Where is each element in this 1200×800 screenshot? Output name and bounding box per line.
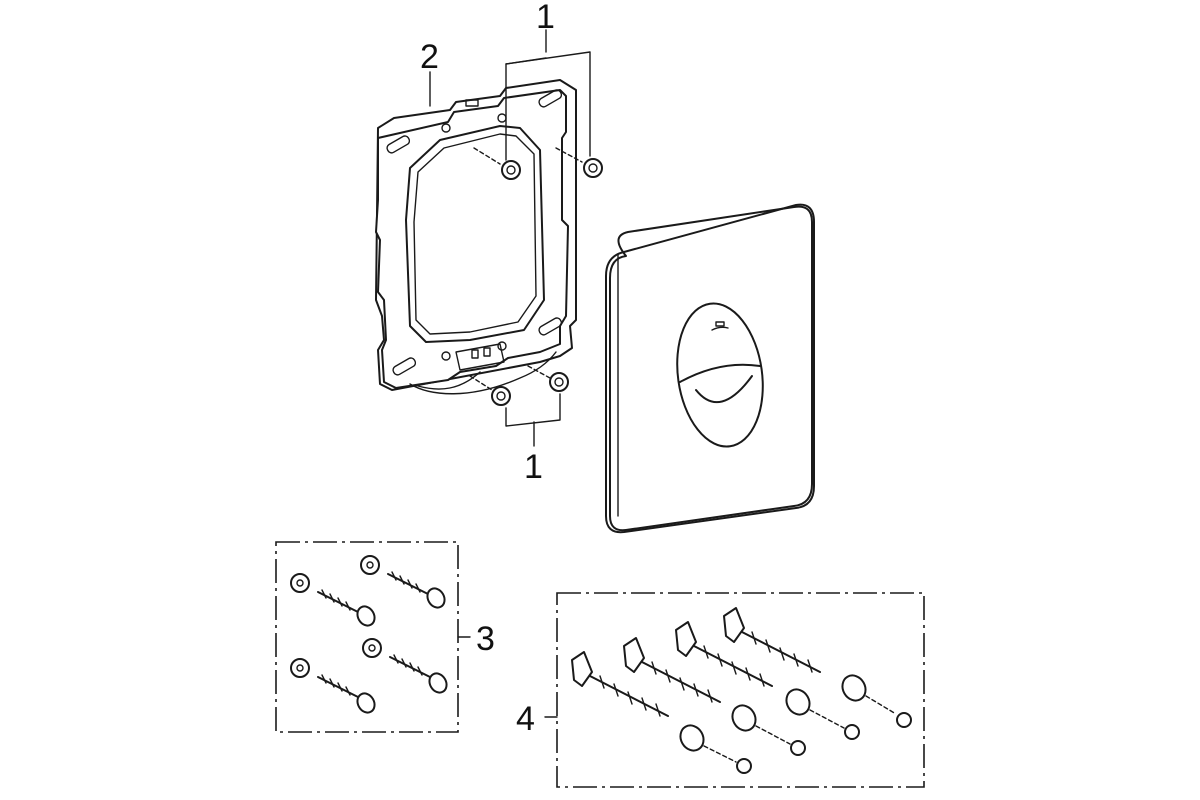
frame-screw-bottom-left <box>469 375 511 406</box>
callout-label-screws-bottom: 1 <box>524 448 543 486</box>
callout-label-extension-bolt-kit: 4 <box>516 700 535 738</box>
wall-anchor-screw-3 <box>290 658 376 714</box>
anchor-screw-kit-box <box>275 541 471 733</box>
extension-bolt-3 <box>675 621 860 740</box>
wall-anchor-screw-2 <box>360 555 446 609</box>
callout-leader-top-1 <box>505 29 591 161</box>
callout-leader-bottom-1 <box>505 393 561 447</box>
callout-label-screws-top: 1 <box>536 0 555 36</box>
wall-anchor-screw-4 <box>362 638 448 694</box>
extension-bolt-4 <box>723 607 912 728</box>
mounting-frame <box>375 79 577 395</box>
extension-bolt-2 <box>623 637 806 756</box>
wall-anchor-screw-1 <box>290 573 376 627</box>
frame-screw-top-right <box>555 147 603 178</box>
frame-screw-bottom-right <box>527 365 569 392</box>
flush-button <box>676 302 764 448</box>
extension-bolt-kit-box <box>544 592 925 788</box>
callout-label-mounting-frame: 2 <box>420 38 439 76</box>
callout-label-anchor-screw-kit: 3 <box>476 620 495 658</box>
extension-bolt-1 <box>571 651 752 774</box>
frame-screw-top-left <box>473 147 521 180</box>
